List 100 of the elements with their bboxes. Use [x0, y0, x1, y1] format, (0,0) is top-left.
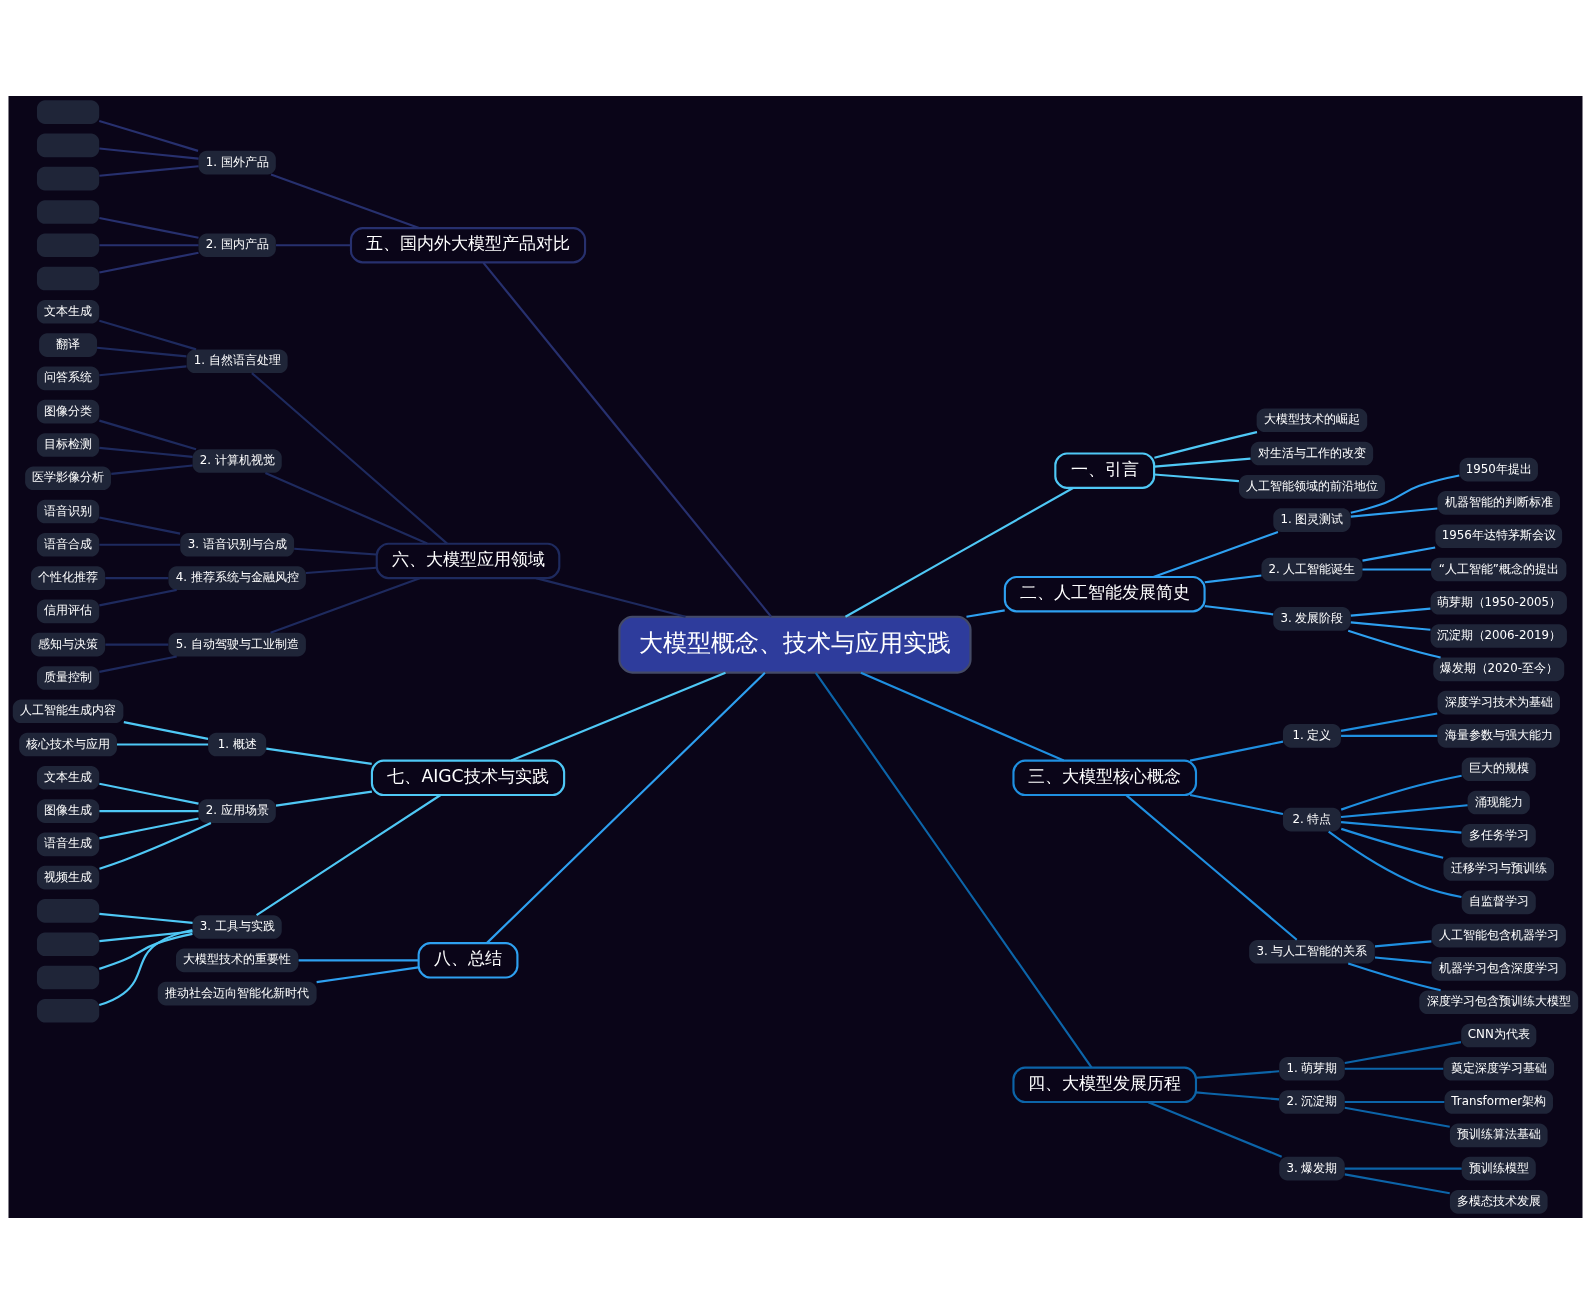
connector: [1344, 1100, 1445, 1103]
connector: [1340, 774, 1462, 811]
node-box: “人工智能”概念的提出: [1431, 557, 1567, 581]
connector: [99, 817, 199, 839]
node-box: 4. 推荐系统与金融风控: [168, 565, 306, 590]
node-box: 深度学习技术为基础: [1437, 690, 1560, 714]
connector: [1340, 803, 1468, 818]
node-box: 涌现能力: [1467, 790, 1530, 814]
node-box: 语音生成: [36, 832, 100, 856]
connector: [1153, 530, 1279, 578]
node-box: 巨大的规模: [1461, 756, 1536, 781]
connector: [99, 654, 177, 673]
connector: [117, 742, 209, 746]
node-box: [36, 99, 100, 124]
connector: [123, 720, 209, 740]
connector: [1189, 740, 1284, 762]
connector: [251, 371, 448, 544]
connector: [535, 576, 686, 618]
connector: [99, 588, 177, 606]
node-box: [36, 931, 100, 956]
node-box: 个性化推荐: [31, 565, 106, 590]
connector: [1344, 1172, 1450, 1194]
connector: [275, 790, 373, 807]
node-box: 大模型概念、技术与应用实践: [618, 615, 972, 674]
node-box: 1. 国外产品: [198, 150, 276, 174]
connector: [316, 965, 419, 983]
node-box: 问答系统: [36, 366, 100, 390]
connector: [1125, 793, 1298, 941]
connector: [270, 172, 420, 229]
node-box: 1956年达特茅斯会议: [1435, 523, 1563, 548]
node-box: 语音识别: [36, 499, 100, 523]
connector: [1341, 734, 1438, 737]
connector: [99, 164, 199, 177]
node-box: 1. 自然语言处理: [186, 348, 288, 373]
node-box: 感知与决策: [31, 632, 106, 656]
connector: [98, 932, 193, 970]
node-box: 文本生成: [36, 299, 100, 324]
connector: [1344, 1106, 1450, 1128]
connector: [99, 419, 197, 450]
connector: [305, 566, 377, 574]
connector: [510, 671, 726, 761]
node-box: Transformer架构: [1444, 1089, 1553, 1114]
node-box: 2. 特点: [1282, 807, 1341, 831]
node-box: [36, 199, 100, 224]
node-box: 深度学习包含预训练大模型: [1419, 989, 1579, 1014]
connector: [1204, 604, 1274, 615]
connector: [99, 216, 199, 239]
node-box: 五、国内外大模型产品对比: [349, 226, 587, 263]
connector: [482, 261, 772, 617]
connector: [97, 346, 187, 357]
node-box: 文本生成: [36, 765, 100, 790]
connector: [1374, 939, 1432, 947]
node-box: 1. 定义: [1282, 723, 1341, 748]
connector: [276, 243, 351, 246]
connector: [1374, 955, 1432, 964]
node-box: [36, 965, 100, 989]
node-box: CNN为代表: [1461, 1023, 1537, 1047]
node-box: 人工智能包含机器学习: [1431, 923, 1566, 947]
node-box: [36, 232, 100, 257]
node-box: 海量参数与强大能力: [1437, 723, 1560, 748]
connector: [98, 119, 199, 152]
node-box: 预训练算法基础: [1449, 1123, 1548, 1147]
node-box: 2. 国内产品: [198, 232, 276, 257]
node-box: 推动社会迈向智能化新时代: [157, 981, 317, 1005]
connector: [1340, 711, 1438, 732]
node-box: 八、总结: [417, 941, 519, 979]
connector: [99, 251, 199, 274]
connector: [1328, 830, 1462, 898]
connector: [814, 671, 1093, 1068]
node-box: 沉淀期（2006-2019）: [1430, 623, 1567, 648]
connector: [99, 319, 197, 350]
connector: [99, 782, 199, 805]
connector: [1195, 1069, 1280, 1079]
node-box: 信用评估: [36, 599, 100, 623]
connector: [294, 547, 377, 556]
node-box: 萌芽期（1950-2005）: [1430, 590, 1567, 615]
connector: [1204, 573, 1262, 583]
connector: [266, 747, 372, 765]
connector: [860, 671, 1065, 761]
node-box: 目标检测: [36, 432, 100, 457]
node-box: 一、引言: [1054, 451, 1156, 489]
node-box: 2. 沉淀期: [1279, 1089, 1345, 1114]
node-box: 图像生成: [36, 798, 100, 823]
connector: [99, 446, 193, 458]
node-box: 七、AIGC技术与实践: [370, 759, 566, 796]
node-box: 多任务学习: [1461, 823, 1536, 848]
connector: [1340, 827, 1444, 859]
node-box: 3. 与人工智能的关系: [1249, 939, 1375, 964]
node-box: 大模型技术的重要性: [176, 948, 299, 972]
node-box: 质量控制: [36, 665, 100, 690]
connector: [99, 821, 212, 870]
node-box: 2. 人工智能诞生: [1261, 557, 1363, 581]
node-box: 1950年提出: [1459, 457, 1538, 481]
node-box: 医学影像分析: [25, 465, 112, 490]
node-box: 5. 自动驾驶与工业制造: [168, 632, 306, 656]
connector: [1350, 506, 1438, 518]
connector: [99, 516, 181, 535]
node-box: [36, 898, 100, 923]
connector: [298, 958, 419, 961]
node-box: 爆发期（2020-至今）: [1433, 657, 1565, 681]
